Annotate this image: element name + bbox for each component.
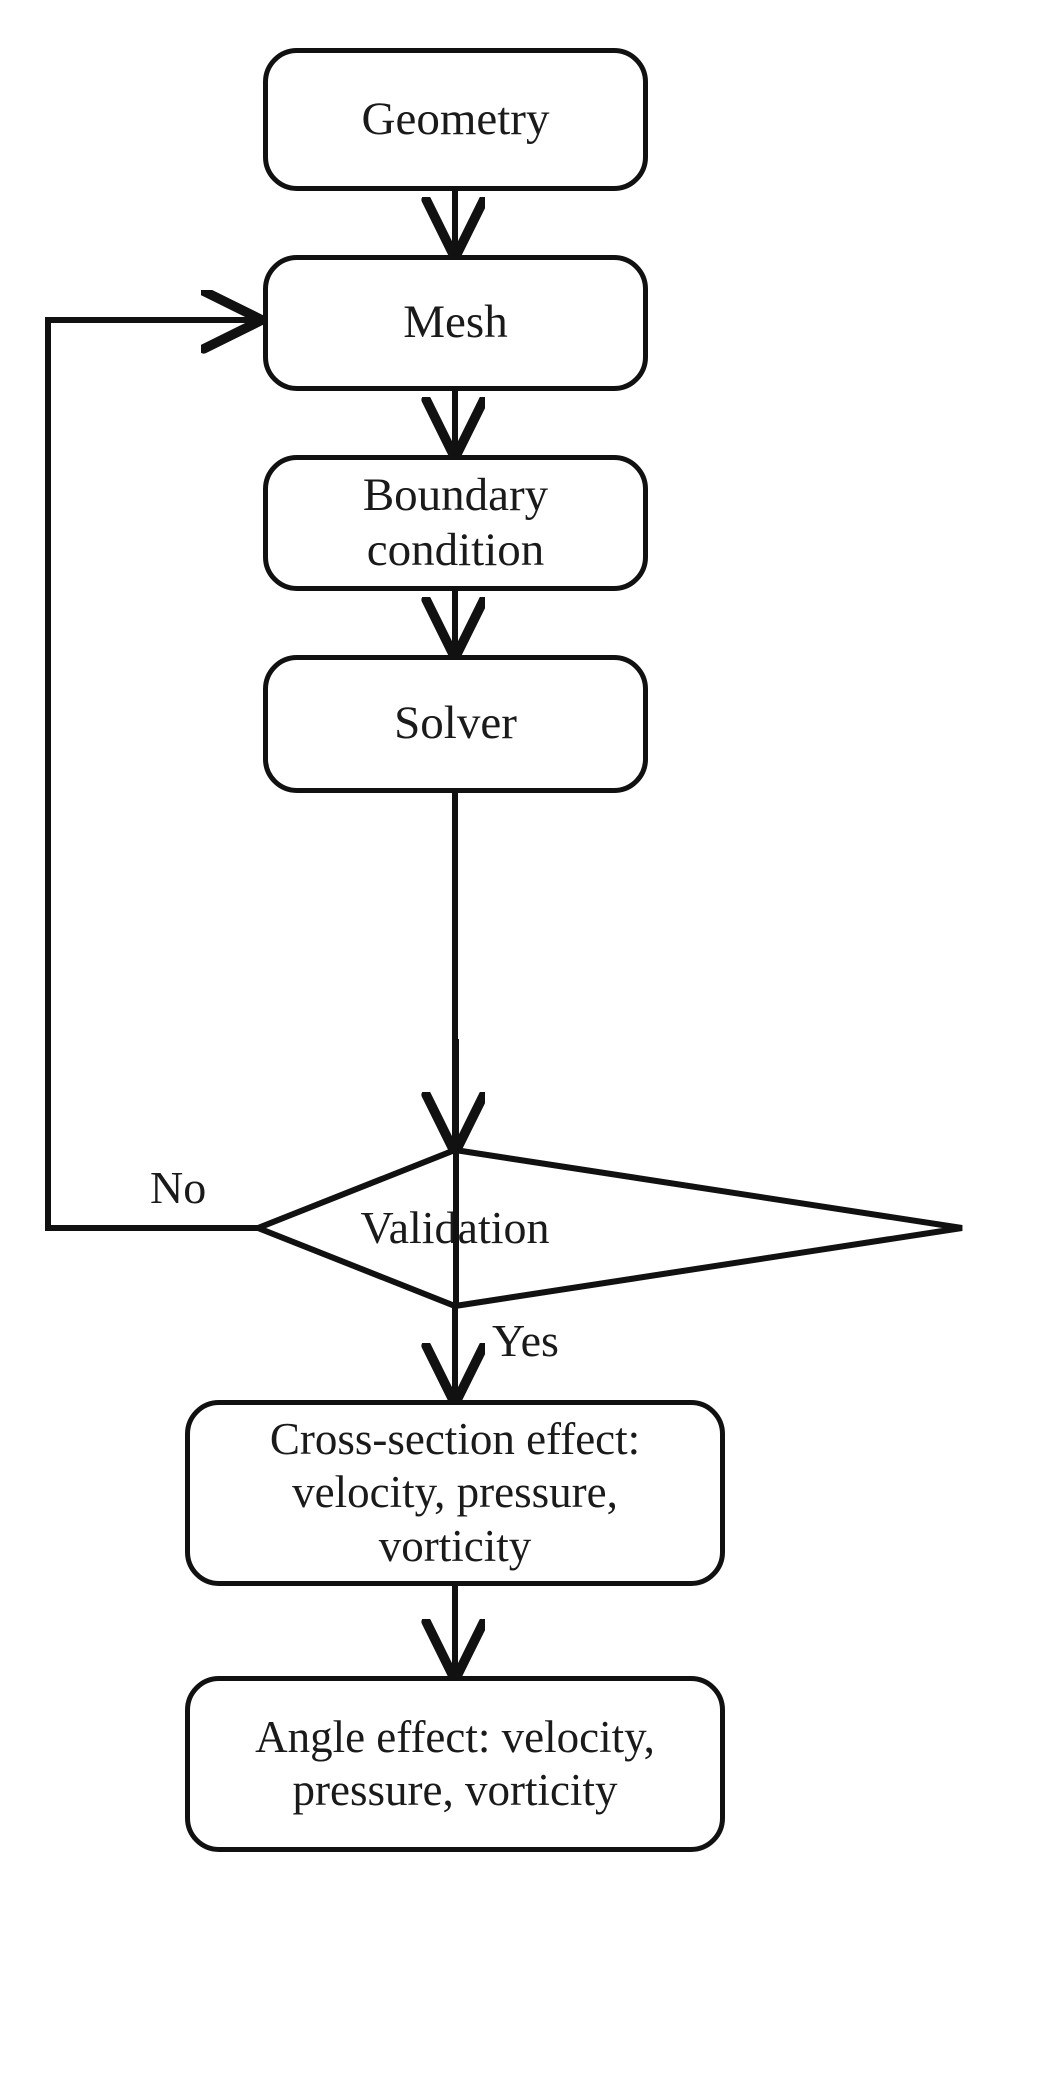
node-cross-section-effect[interactable]: Cross-section effect: velocity, pressure… xyxy=(185,1400,725,1586)
node-boundary-condition[interactable]: Boundary condition xyxy=(263,455,648,591)
node-geometry-label: Geometry xyxy=(361,92,550,145)
node-cross-section-effect-label: Cross-section effect: velocity, pressure… xyxy=(269,1414,641,1571)
edge-label-yes: Yes xyxy=(492,1315,559,1366)
node-geometry[interactable]: Geometry xyxy=(263,48,648,191)
node-angle-effect[interactable]: Angle effect: velocity, pressure, vortic… xyxy=(185,1676,725,1852)
node-boundary-condition-label: Boundary condition xyxy=(362,468,549,576)
node-angle-effect-label: Angle effect: velocity, pressure, vortic… xyxy=(255,1711,655,1815)
node-validation-label: Validation xyxy=(360,1202,550,1253)
edge-label-no: No xyxy=(150,1162,207,1213)
node-solver-label: Solver xyxy=(394,697,517,750)
edge-validation-no-to-mesh xyxy=(45,320,258,1231)
node-mesh[interactable]: Mesh xyxy=(263,255,648,391)
node-mesh-label: Mesh xyxy=(403,296,508,349)
node-solver[interactable]: Solver xyxy=(263,655,648,793)
